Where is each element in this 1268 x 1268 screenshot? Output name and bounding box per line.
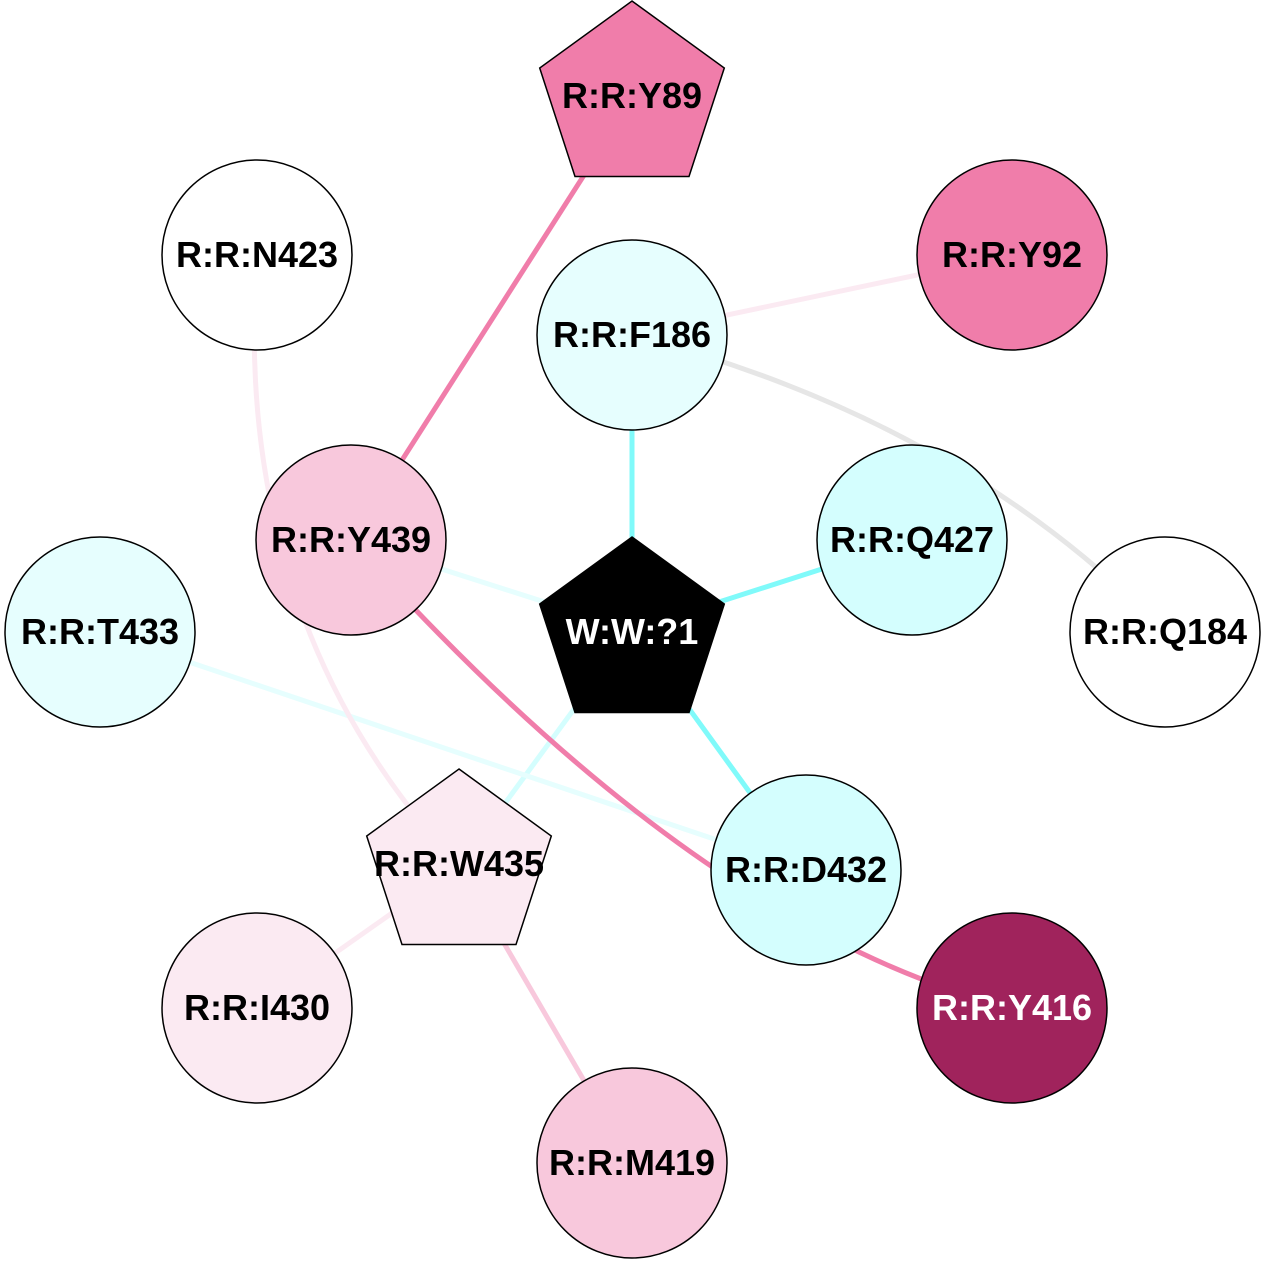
node-label: R:R:I430 <box>184 987 330 1028</box>
node-label: R:R:Y92 <box>942 234 1082 275</box>
node-n423[interactable]: R:R:N423 <box>161 159 353 351</box>
node-label: R:R:Y89 <box>562 75 702 116</box>
node-y89[interactable]: R:R:Y89 <box>538 0 726 178</box>
circle-shape <box>1069 536 1261 728</box>
pentagon-shape <box>538 0 726 178</box>
pentagon-shape <box>538 536 726 714</box>
node-label: R:R:W435 <box>374 843 544 884</box>
node-t433[interactable]: R:R:T433 <box>4 536 196 728</box>
node-label: W:W:?1 <box>566 611 699 652</box>
node-q184[interactable]: R:R:Q184 <box>1069 536 1261 728</box>
edge-t433-d432 <box>99 629 807 873</box>
node-label: R:R:N423 <box>176 234 338 275</box>
node-label: R:R:D432 <box>725 849 887 890</box>
circle-shape <box>916 912 1108 1104</box>
node-y416[interactable]: R:R:Y416 <box>916 912 1108 1104</box>
node-w435[interactable]: R:R:W435 <box>365 768 553 946</box>
circle-shape <box>255 444 447 636</box>
node-w1[interactable]: W:W:?1 <box>538 536 726 714</box>
node-label: R:R:T433 <box>21 611 179 652</box>
node-label: R:R:M419 <box>549 1142 715 1183</box>
pentagon-shape <box>365 768 553 946</box>
node-label: R:R:F186 <box>553 314 711 355</box>
node-m419[interactable]: R:R:M419 <box>536 1067 728 1259</box>
node-label: R:R:Q427 <box>830 519 994 560</box>
node-d432[interactable]: R:R:D432 <box>710 774 902 966</box>
node-i430[interactable]: R:R:I430 <box>161 912 353 1104</box>
circle-shape <box>161 159 353 351</box>
node-f186[interactable]: R:R:F186 <box>536 239 728 431</box>
circle-shape <box>816 444 1008 636</box>
node-y439[interactable]: R:R:Y439 <box>255 444 447 636</box>
circle-shape <box>161 912 353 1104</box>
node-label: R:R:Y416 <box>932 987 1092 1028</box>
node-label: R:R:Y439 <box>271 519 431 560</box>
circle-shape <box>710 774 902 966</box>
circle-shape <box>536 239 728 431</box>
node-y92[interactable]: R:R:Y92 <box>916 159 1108 351</box>
node-q427[interactable]: R:R:Q427 <box>816 444 1008 636</box>
circle-shape <box>4 536 196 728</box>
circle-shape <box>536 1067 728 1259</box>
circle-shape <box>916 159 1108 351</box>
node-label: R:R:Q184 <box>1083 611 1247 652</box>
